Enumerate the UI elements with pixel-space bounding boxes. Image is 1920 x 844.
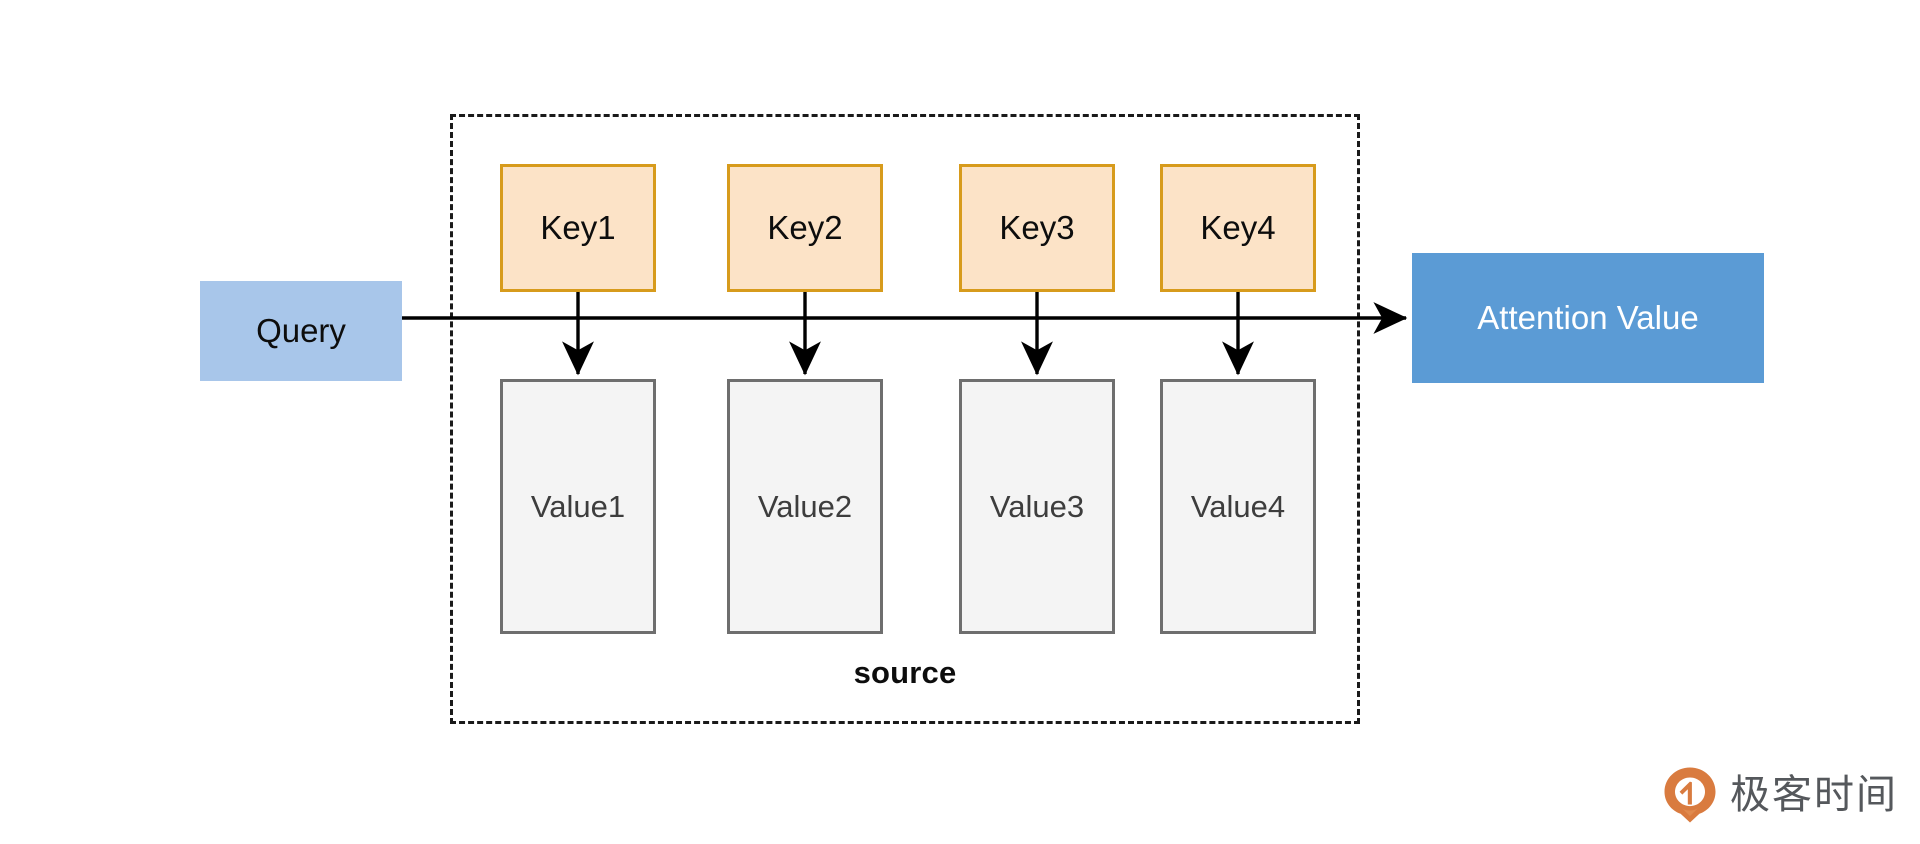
value-label-2: Value2 [757,488,853,524]
attention-value-box[interactable]: Attention Value [1412,253,1764,383]
value-box-4[interactable]: Value4 [1160,379,1316,634]
value-label-4: Value4 [1190,488,1286,524]
key-box-4[interactable]: Key4 [1160,164,1316,292]
value-label-1: Value1 [530,488,626,524]
key-box-3[interactable]: Key3 [959,164,1115,292]
geektime-pin-icon [1664,767,1716,823]
key-box-1[interactable]: Key1 [500,164,656,292]
watermark-brand: 极客时间 [1730,773,1898,817]
key-label-4: Key4 [1200,209,1276,246]
value-box-1[interactable]: Value1 [500,379,656,634]
key-label-1: Key1 [540,209,616,246]
watermark: 极客时间 [1662,766,1898,824]
key-box-2[interactable]: Key2 [727,164,883,292]
key-label-3: Key3 [999,209,1075,246]
value-box-2[interactable]: Value2 [727,379,883,634]
value-label-3: Value3 [989,488,1085,524]
attention-value-label: Attention Value [1477,299,1699,336]
value-box-3[interactable]: Value3 [959,379,1115,634]
source-frame [450,114,1360,724]
query-label: Query [256,312,346,349]
key-label-2: Key2 [767,209,843,246]
source-label: source [853,655,957,690]
query-box[interactable]: Query [200,281,402,381]
